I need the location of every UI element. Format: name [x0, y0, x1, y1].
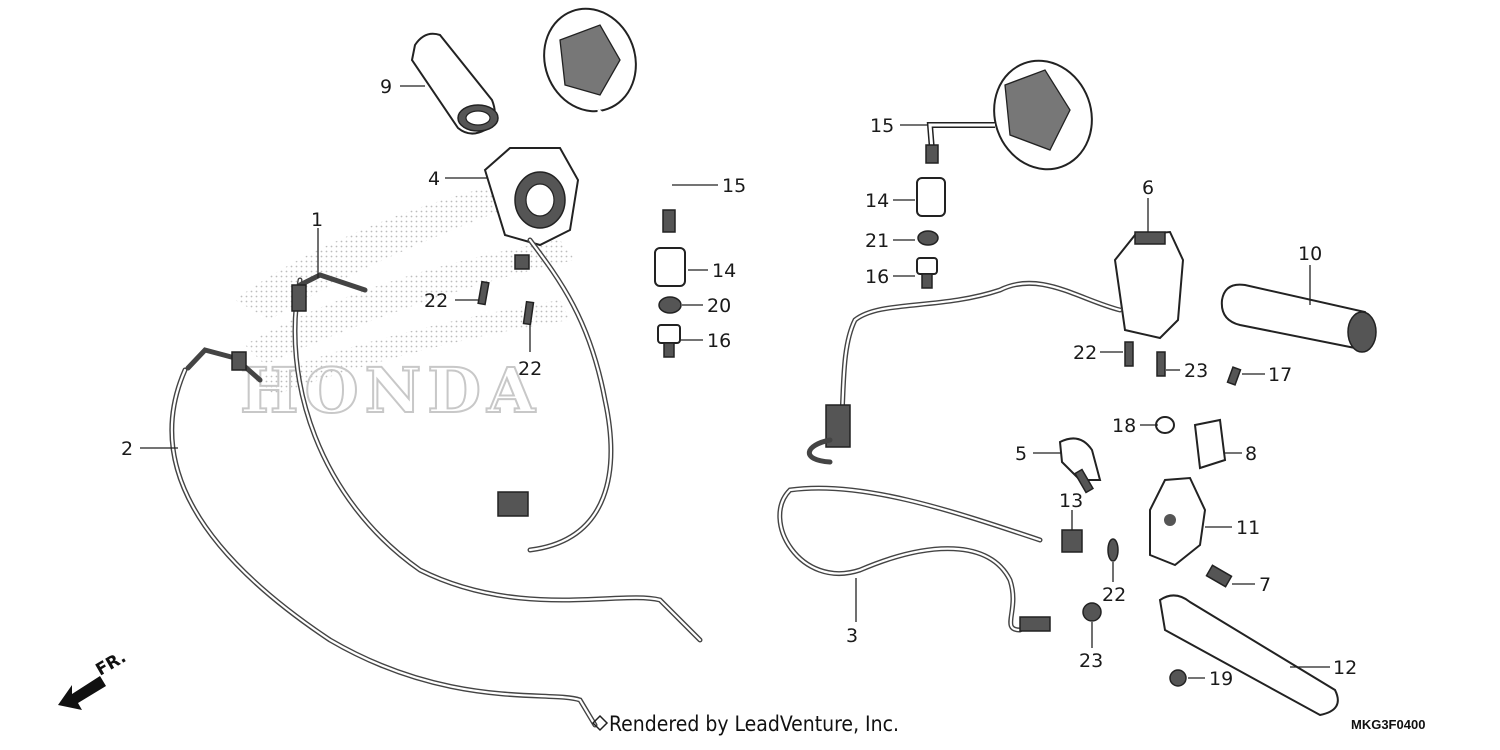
callout-17: 17 [1268, 364, 1292, 386]
callout-22-right-b: 23 [1184, 360, 1208, 382]
callout-14-left: 14 [712, 260, 736, 282]
callout-22-right-a: 22 [1073, 342, 1097, 364]
callout-8: 8 [1245, 443, 1257, 465]
part-left-mirror [543, 7, 676, 233]
callout-10: 10 [1298, 243, 1322, 265]
callout-23: 23 [1079, 650, 1103, 672]
callout-22-left-a: 22 [424, 290, 448, 312]
part-clutch-cable [777, 485, 1051, 633]
callout-20-right: 21 [865, 230, 889, 252]
callout-6: 6 [1142, 177, 1154, 199]
watermark-text: HONDA [240, 354, 541, 427]
front-label: FR. [93, 647, 130, 680]
callout-14-right: 14 [865, 190, 889, 212]
callout-13: 13 [1059, 490, 1083, 512]
part-right-harness [806, 280, 1123, 465]
callout-15-right: 15 [870, 115, 894, 137]
part-right-screws [1124, 341, 1242, 386]
callout-4: 4 [428, 168, 440, 190]
part-right-mirror [925, 59, 1093, 171]
callout-3: 3 [846, 625, 858, 647]
callout-11: 11 [1236, 517, 1260, 539]
callout-2: 2 [121, 438, 133, 460]
render-credit: Rendered by LeadVenture, Inc. [609, 712, 899, 736]
part-right-grip [1220, 283, 1377, 353]
callout-12: 12 [1333, 657, 1357, 679]
watermark: HONDA [235, 180, 575, 428]
part-left-harness [497, 237, 614, 553]
footer: Rendered by LeadVenture, Inc. MKG3F0400 [591, 712, 1425, 736]
part-lever-bracket [1149, 476, 1207, 567]
callout-22-left-b: 22 [518, 358, 542, 380]
leader-lines [140, 85, 1330, 679]
part-throttle-housing [483, 147, 580, 247]
callout-labels: 9 4 1 2 22 22 15 14 20 16 15 14 21 16 6 … [121, 76, 1357, 690]
part-lever-bracket-group [1058, 416, 1227, 494]
front-direction-indicator: FR. [58, 647, 130, 710]
part-right-mirror-mount-stack [916, 177, 946, 289]
callout-21: 22 [1102, 584, 1126, 606]
part-throttle-cable-2 [169, 347, 598, 728]
diagram-code: MKG3F0400 [1351, 717, 1425, 732]
callout-19: 19 [1209, 668, 1233, 690]
callout-16-left: 16 [707, 330, 731, 352]
callout-15-left: 15 [722, 175, 746, 197]
part-right-switch-housing [1113, 230, 1185, 340]
part-left-screws [477, 254, 535, 326]
callout-7: 7 [1259, 574, 1271, 596]
callout-5: 5 [1015, 443, 1027, 465]
callout-9: 9 [380, 76, 392, 98]
part-throttle-cable-1 [291, 272, 703, 643]
callout-20-left: 20 [707, 295, 731, 317]
diamond-icon [591, 714, 609, 732]
part-left-grip [410, 32, 499, 135]
part-small-fasteners [1061, 529, 1233, 622]
part-left-mirror-mount-stack [654, 247, 686, 358]
callout-1: 1 [311, 209, 323, 231]
front-arrow-icon [58, 676, 106, 710]
callout-16-right: 16 [865, 266, 889, 288]
callout-18: 18 [1112, 415, 1136, 437]
part-lever [1158, 594, 1339, 717]
